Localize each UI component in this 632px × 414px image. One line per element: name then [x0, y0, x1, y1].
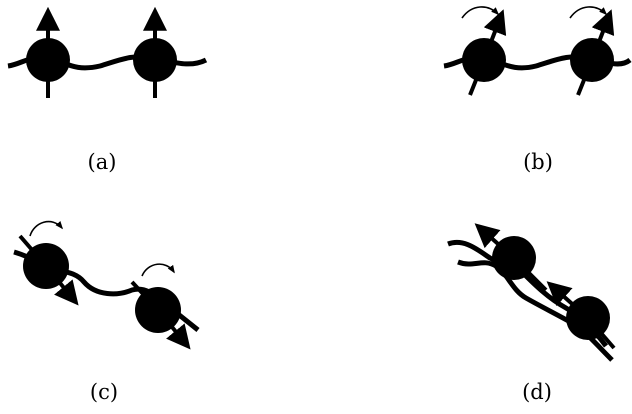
- panel-label-b: (b): [523, 150, 553, 174]
- rotation-arrow-icon: [141, 263, 175, 277]
- particle-icon: [23, 243, 69, 289]
- panel-label-a: (a): [87, 150, 117, 174]
- particle-icon: [135, 287, 181, 333]
- particle-icon: [26, 38, 70, 82]
- rotation-arrow-icon: [461, 6, 500, 19]
- panel-b: [443, 6, 632, 96]
- particle-icon: [566, 296, 610, 340]
- particle-icon: [462, 38, 506, 82]
- particle-icon: [570, 38, 614, 82]
- panel-label-c: (c): [89, 380, 119, 404]
- panel-a: [7, 6, 208, 98]
- panel-label-d: (d): [522, 380, 552, 404]
- panel-d: [447, 223, 616, 362]
- rotation-arrow-icon: [29, 220, 64, 237]
- particle-icon: [133, 38, 177, 82]
- particle-icon: [492, 236, 536, 280]
- panel-c: [13, 220, 200, 350]
- rotation-arrow-icon: [569, 6, 608, 19]
